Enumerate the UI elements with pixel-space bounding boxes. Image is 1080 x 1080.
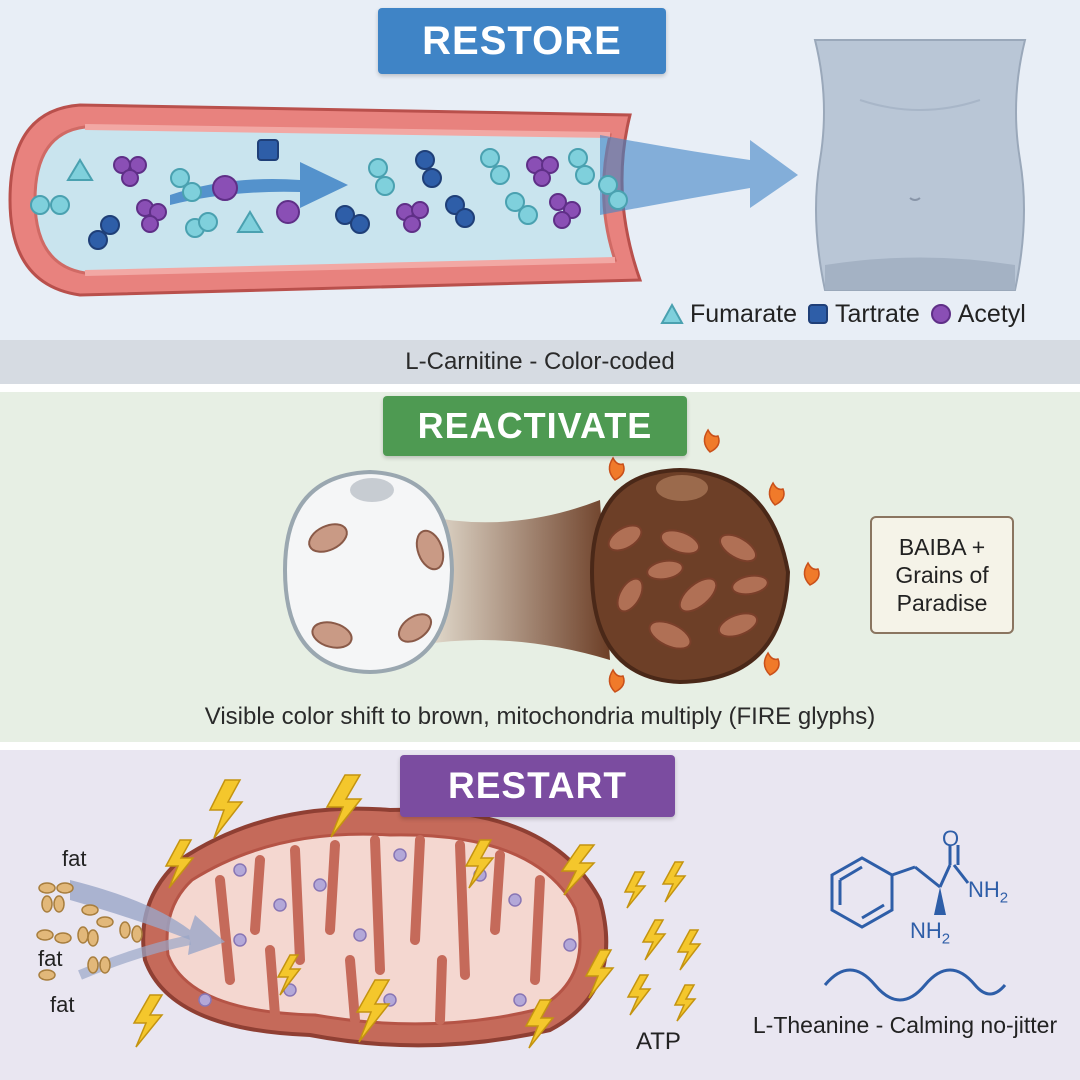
mitochondrion-illustration (141, 806, 609, 1048)
nh-text: NH (910, 918, 942, 943)
restart-banner: RESTART (400, 755, 675, 817)
legend-label: Acetyl (957, 299, 1026, 328)
fat-label: fat (38, 946, 63, 971)
box-line: BAIBA + (898, 534, 986, 560)
triangle-icon (660, 302, 684, 324)
circle-icon (930, 304, 951, 324)
fat-label: fat (62, 846, 87, 871)
fire-icon (608, 428, 820, 693)
fat-cell-transformation (282, 428, 820, 693)
amine-nh2-label: NH2 (910, 918, 950, 947)
atp-label: ATP (636, 1028, 681, 1055)
carnitine-molecules (30, 139, 628, 250)
amide-nh2-label: NH2 (968, 877, 1008, 906)
legend-item-tartrate: Tartrate (807, 300, 920, 329)
oxygen-label: O (942, 826, 960, 851)
molecule-legend: Fumarate Tartrate Acetyl (660, 298, 1026, 330)
flow-arrow-inner (170, 162, 348, 208)
legend-item-fumarate: Fumarate (660, 300, 797, 329)
fumarate-molecule (30, 148, 628, 238)
torso-illustration (813, 39, 1027, 291)
restart-caption: L-Theanine - Calming no-jitter (752, 1012, 1058, 1038)
subscript-2: 2 (999, 889, 1009, 907)
restore-banner: RESTORE (378, 8, 666, 74)
acetyl-molecule (113, 156, 581, 233)
reactivate-banner: REACTIVATE (383, 396, 687, 456)
baiba-label-box: BAIBA + Grains of Paradise (870, 516, 1014, 634)
restore-caption: L-Carnitine - Color-coded (0, 340, 1080, 384)
lightning-icon (132, 774, 702, 1049)
tartrate-molecule (88, 139, 475, 250)
theanine-structure (823, 845, 1007, 1002)
fat-droplets (36, 882, 143, 981)
white-fat-cell (282, 469, 455, 675)
legend-label: Fumarate (690, 299, 797, 328)
box-line: Paradise (896, 590, 988, 616)
legend-item-acetyl: Acetyl (930, 300, 1026, 329)
square-icon (807, 304, 828, 324)
subscript-2: 2 (941, 930, 951, 948)
flow-arrow-outer (600, 135, 798, 215)
brown-fat-cell (589, 467, 791, 685)
box-line: Grains of (895, 562, 989, 588)
reactivate-caption: Visible color shift to brown, mitochondr… (204, 703, 876, 730)
energy-bolts (132, 774, 702, 1049)
nh-text: NH (968, 877, 1000, 902)
restore-panel: RESTORE Fumarate Tartrate Acetyl L-Carni… (0, 0, 1080, 384)
legend-label: Tartrate (834, 299, 920, 328)
blood-vessel-illustration (8, 103, 643, 297)
fat-label: fat (50, 992, 75, 1017)
